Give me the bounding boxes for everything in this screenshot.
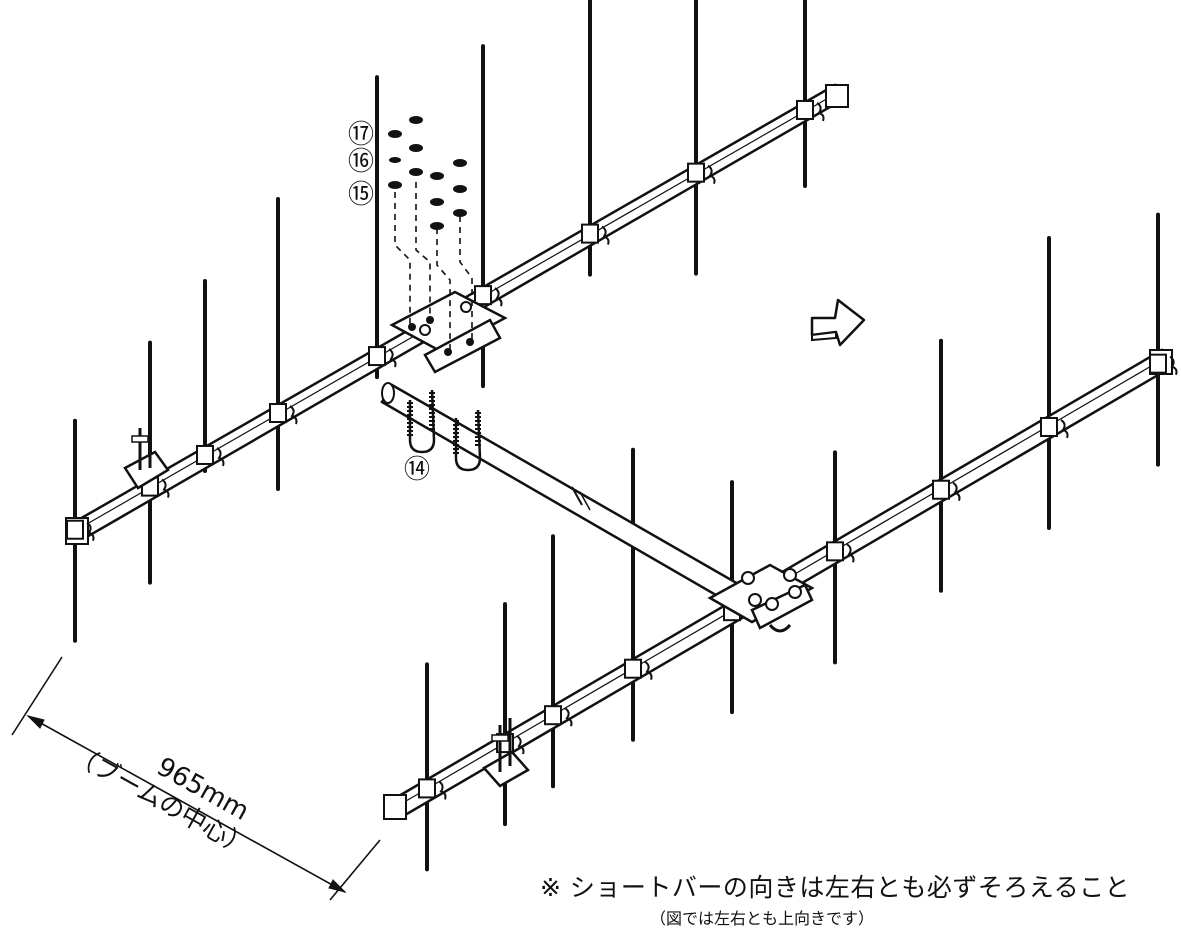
lower-wing-nut — [438, 780, 447, 800]
lower-matching-box — [482, 718, 530, 788]
upper-wing-nut — [161, 478, 170, 498]
upper-wing-nut — [601, 225, 610, 245]
upper-wing-nut — [289, 405, 298, 425]
upper-element-clamp — [687, 162, 705, 183]
lower-wing-nut — [952, 481, 961, 502]
upper-element-clamp — [66, 519, 84, 540]
upper-wing-nut — [216, 447, 225, 467]
shortbar-orientation-note: ※ ショートバーの向きは左右とも必ずそろえること — [540, 873, 1131, 902]
lower-wing-nut — [1169, 355, 1178, 375]
lower-element-clamp — [418, 778, 436, 799]
lower-element-clamp — [932, 479, 950, 500]
upper-element-clamp — [269, 403, 287, 423]
upper-wing-nut — [86, 521, 95, 542]
part-17-label: ⑰ — [348, 120, 374, 150]
upper-element-clamp — [474, 285, 492, 306]
part-15-label: ⑮ — [348, 180, 374, 210]
lower-element-clamp — [826, 541, 844, 562]
lower-element-clamps — [418, 353, 1178, 800]
part-16-label: ⑯ — [348, 147, 374, 177]
upper-wing-nut — [494, 287, 503, 307]
part-14-label: ⑭ — [404, 455, 430, 485]
lower-wing-nut — [1060, 419, 1069, 439]
upper-element-clamp — [581, 223, 599, 244]
direction-arrow — [810, 298, 866, 347]
lower-wing-nut — [644, 660, 653, 681]
shortbar-orientation-subnote: （図では左右とも上向きです） — [650, 909, 875, 928]
lower-element-clamp — [624, 658, 642, 679]
lower-element-clamp — [1149, 353, 1167, 374]
lower-mounting-plate — [707, 563, 815, 633]
lower-antenna-elements — [425, 212, 1160, 872]
lower-wing-nut — [564, 707, 573, 727]
upper-wing-nut — [816, 102, 825, 122]
upper-element-clamp — [196, 444, 214, 465]
upper-matching-box — [123, 428, 170, 490]
lower-element-clamp — [544, 705, 562, 726]
lower-wing-nut — [516, 735, 525, 755]
upper-mounting-plate — [389, 290, 508, 374]
lower-element-clamp — [1040, 416, 1058, 437]
upper-antenna-elements — [73, 0, 807, 643]
upper-element-clamp — [796, 99, 814, 120]
mast-cross-pipe — [380, 382, 742, 604]
exploded-hardware — [388, 116, 473, 350]
lower-boom-end-cap-left — [383, 794, 407, 820]
upper-boom-end-cap-right — [825, 84, 849, 108]
u-bolts — [407, 389, 482, 472]
dimension-indicator — [11, 656, 381, 901]
upper-wing-nut — [388, 348, 397, 368]
upper-element-clamp — [368, 346, 386, 367]
upper-wing-nut — [707, 164, 716, 184]
lower-wing-nut — [846, 543, 855, 563]
